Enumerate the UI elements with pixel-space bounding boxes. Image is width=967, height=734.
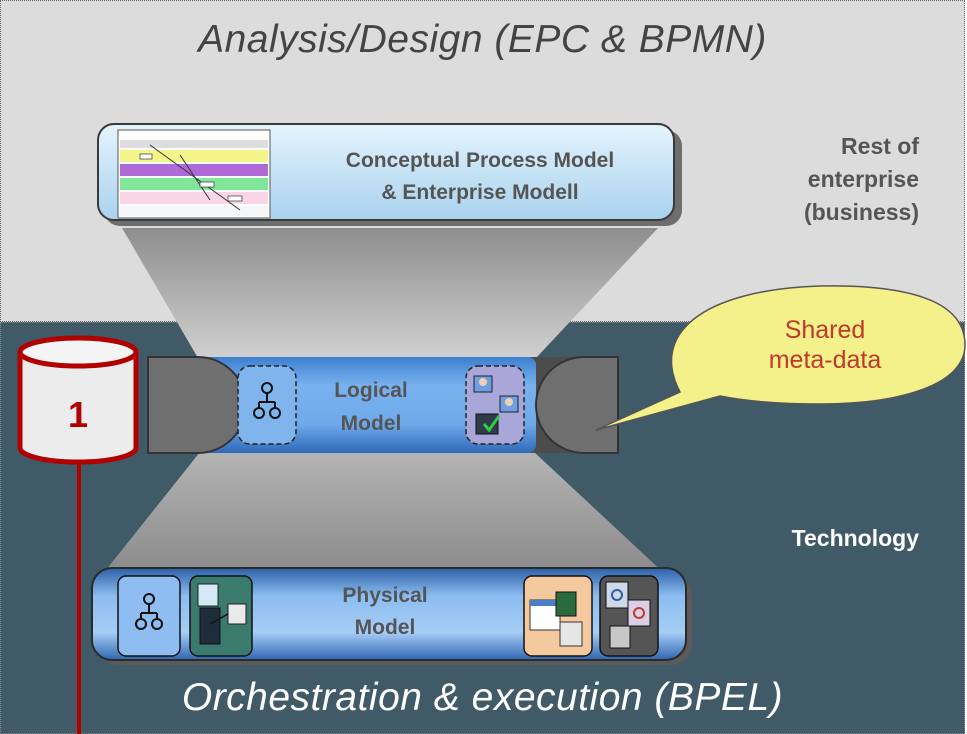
orchestration-heading: Orchestration & execution (BPEL) [181, 676, 784, 719]
org-chart-icon [135, 593, 163, 630]
lower-funnel [102, 452, 666, 575]
conceptual-model-line: & Enterprise Modell [381, 181, 579, 204]
conceptual-model-line: Conceptual Process Model [345, 149, 615, 172]
gear-components-icon [605, 581, 651, 649]
technology-label: Technology [791, 525, 919, 551]
business-label-line: Rest of [841, 133, 919, 159]
repository-number: 1 [67, 394, 89, 435]
callout-line: meta-data [768, 346, 882, 374]
server-document-icon [197, 583, 247, 645]
business-label: Rest of enterprise (business) [804, 130, 919, 229]
business-label-line: (business) [803, 199, 919, 225]
physical-model-line: Model [354, 616, 416, 639]
callout-bubble [595, 285, 966, 431]
logical-model-line: Logical [334, 379, 408, 402]
logical-model-label: Logical Model [328, 374, 414, 440]
business-label-line: enterprise [807, 166, 919, 192]
org-chart-icon [253, 382, 281, 419]
conceptual-model-label: Conceptual Process Model & Enterprise Mo… [270, 145, 690, 209]
callout-line: Shared [784, 316, 866, 344]
logical-model-line: Model [340, 412, 402, 435]
repository-cylinder [17, 335, 139, 734]
physical-model-bar [91, 567, 692, 665]
process-swimlane-thumbnail-icon [117, 129, 271, 219]
conceptual-model-panel [97, 123, 682, 226]
analysis-design-heading: Analysis/Design (EPC & BPMN) [198, 18, 767, 61]
shared-metadata-callout: Shared meta-data [705, 315, 945, 375]
logical-model-bar [147, 356, 619, 454]
physical-model-line: Physical [342, 584, 428, 607]
physical-model-label: Physical Model [322, 580, 448, 644]
people-checklist-icon [473, 375, 519, 435]
application-stack-icon [529, 591, 583, 647]
upper-funnel [122, 228, 658, 358]
